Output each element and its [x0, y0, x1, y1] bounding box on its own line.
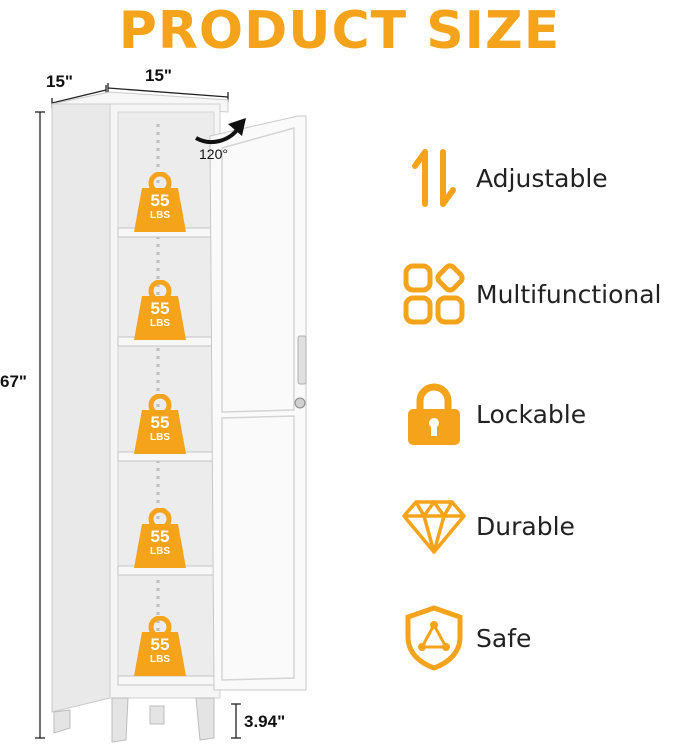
leg-height-label: 3.94" [244, 712, 286, 731]
padlock-icon [400, 380, 468, 448]
dimension-lines [35, 83, 241, 739]
feature-lockable: Lockable [400, 378, 679, 450]
width-label: 15" [145, 66, 172, 85]
diamond-icon [400, 492, 468, 560]
feature-label: Multifunctional [476, 279, 662, 309]
cabinet-door [209, 115, 307, 691]
door-angle-label: 120° [199, 146, 228, 162]
weight-badge: 55 LBS [134, 280, 186, 340]
height-label: 67" [0, 372, 27, 391]
feature-label: Adjustable [476, 163, 608, 193]
weight-badge: 55 LBS [134, 508, 186, 568]
depth-label: 15" [46, 72, 73, 91]
cabinet-body [51, 91, 229, 743]
weight-badge: 55 LBS [134, 616, 186, 676]
door-lock [294, 397, 306, 409]
page-title: PRODUCT SIZE [118, 1, 561, 61]
feature-adjustable: Adjustable [400, 142, 679, 214]
weight-badge: 55 LBS [134, 172, 186, 232]
shield-icon [400, 604, 468, 672]
feature-label: Durable [476, 511, 575, 541]
feature-label: Safe [476, 623, 532, 653]
adjustable-arrows-icon [400, 144, 468, 212]
feature-safe: Safe [400, 602, 679, 674]
weight-badge: 55 LBS [134, 394, 186, 454]
multifunctional-grid-icon [400, 260, 468, 328]
feature-multifunctional: Multifunctional [400, 258, 679, 330]
cabinet-legs [53, 697, 215, 743]
feature-durable: Durable [400, 490, 679, 562]
feature-label: Lockable [476, 399, 587, 429]
